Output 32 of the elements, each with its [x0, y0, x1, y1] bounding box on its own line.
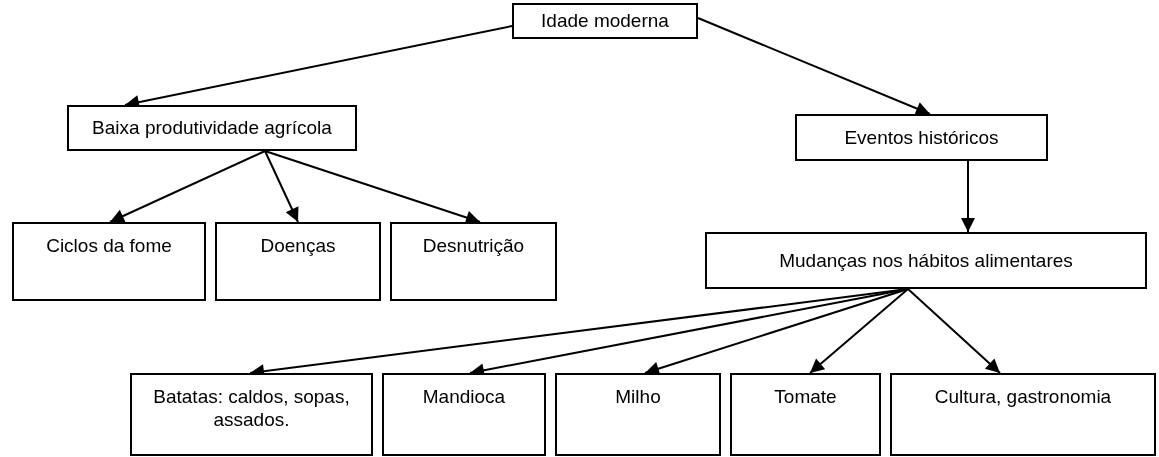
box-label: Mandioca — [422, 385, 506, 409]
arrow — [109, 150, 266, 223]
arrow — [907, 288, 1001, 374]
box-label: Milho — [615, 385, 661, 409]
concept-box — [890, 373, 1156, 456]
box-label: Batatas: caldos, sopas, assados. — [152, 385, 351, 432]
concept-box — [67, 105, 357, 151]
box-label: Doenças — [260, 234, 336, 258]
concept-box — [705, 232, 1147, 289]
concept-box — [215, 222, 381, 301]
arrow — [264, 150, 299, 223]
box-label: Desnutrição — [422, 234, 525, 258]
concept-box — [12, 222, 206, 301]
arrow — [961, 160, 975, 233]
box-label: Eventos históricos — [844, 125, 999, 150]
concept-box — [555, 373, 721, 456]
box-label: Baixa produtividade agrícola — [92, 116, 332, 140]
arrow — [264, 150, 481, 225]
box-label: Tomate — [774, 385, 837, 409]
arrow — [809, 288, 909, 374]
box-label: Idade moderna — [541, 9, 669, 33]
concept-box — [390, 222, 557, 301]
arrow — [644, 288, 909, 376]
concept-box — [512, 3, 698, 39]
arrow — [697, 17, 931, 116]
concept-box — [795, 114, 1048, 161]
box-label: Mudanças nos hábitos alimentares — [779, 248, 1073, 273]
concept-box — [382, 373, 546, 456]
box-label: Cultura, gastronomia — [934, 385, 1112, 409]
concept-box — [130, 373, 373, 456]
concept-box — [730, 373, 881, 456]
box-label: Ciclos da fome — [46, 234, 172, 258]
